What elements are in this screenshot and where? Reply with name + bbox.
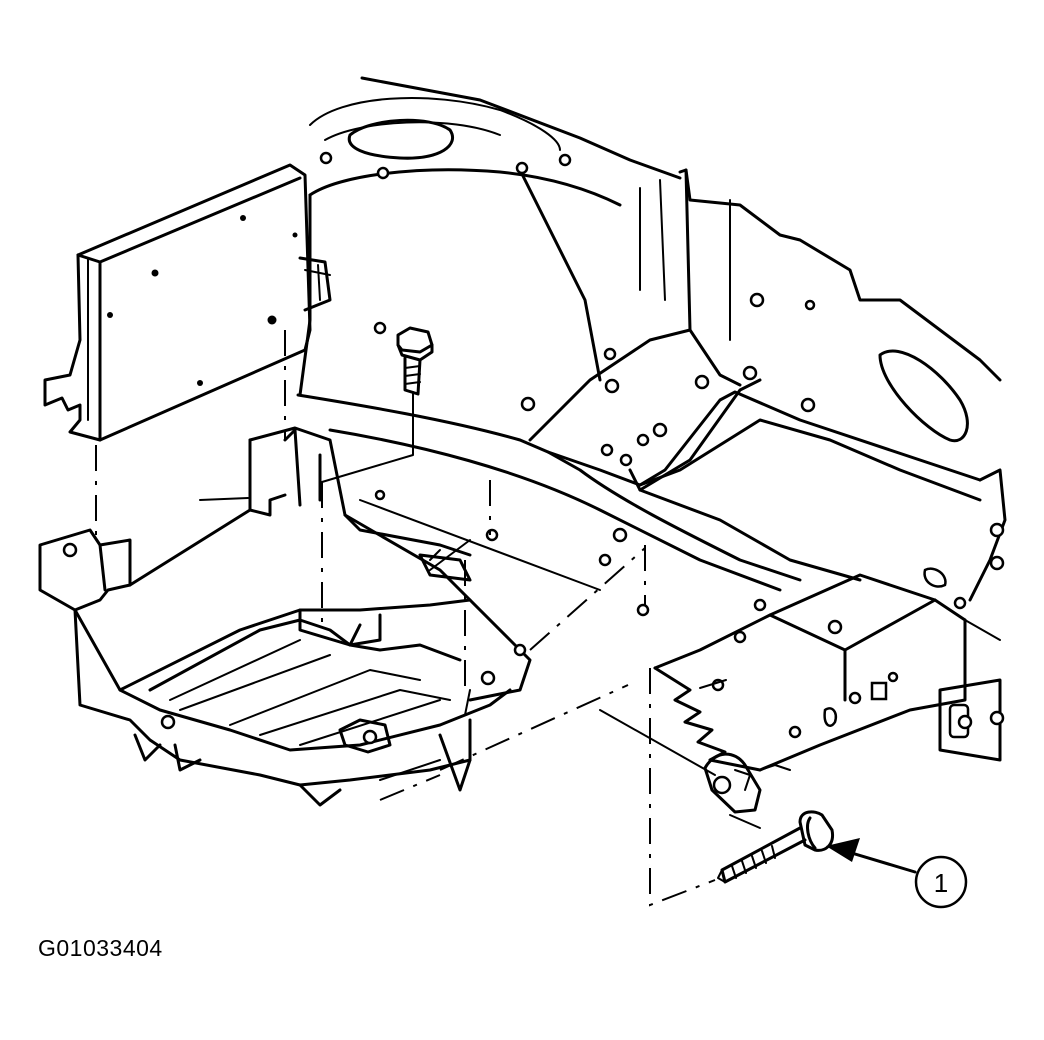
callout-number: 1 [934, 868, 948, 898]
mounting-tray [38, 426, 532, 807]
long-mounting-bolt [717, 810, 835, 884]
small-bolt [396, 326, 434, 396]
figure-code: G01033404 [38, 935, 163, 961]
callout-1: 1 [826, 838, 968, 909]
vehicle-body-structure [296, 76, 1007, 814]
alignment-lines [95, 330, 761, 907]
control-module [43, 163, 332, 442]
callout-circle [914, 855, 968, 909]
callout-arrowhead [826, 838, 860, 862]
